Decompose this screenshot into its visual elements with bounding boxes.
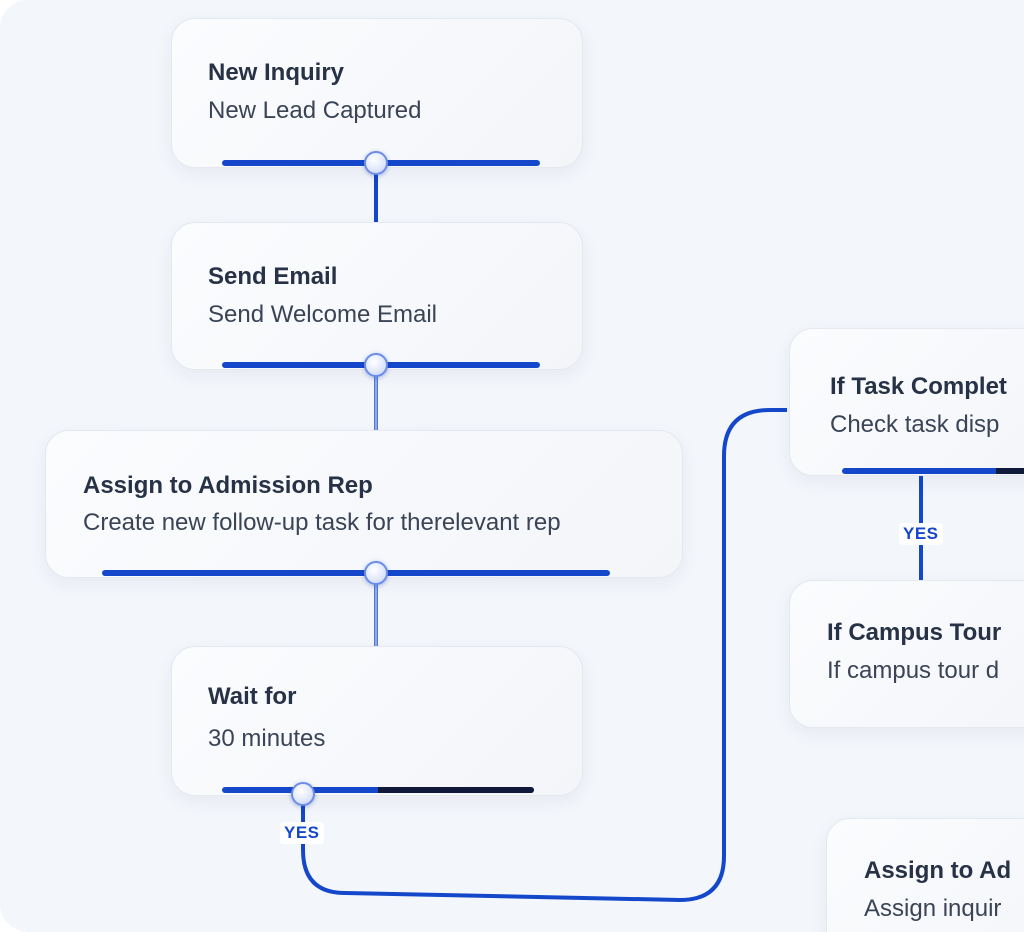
- node-wait-for[interactable]: Wait for 30 minutes: [171, 646, 583, 796]
- node-wait-for-bar: [222, 787, 534, 793]
- node-if-campus-tour[interactable]: If Campus Tour If campus tour d: [789, 580, 1024, 728]
- node-subtitle: 30 minutes: [208, 725, 326, 752]
- node-subtitle: Create new follow-up task for therelevan…: [83, 509, 561, 536]
- node-subtitle: If campus tour d: [827, 657, 1000, 684]
- node-title: If Task Complet: [830, 373, 1007, 400]
- node-new-inquiry[interactable]: New Inquiry New Lead Captured: [171, 18, 583, 168]
- port-send-email[interactable]: [364, 353, 388, 377]
- node-subtitle: Send Welcome Email: [208, 301, 437, 328]
- node-assign-rep[interactable]: Assign to Admission Rep Create new follo…: [45, 430, 683, 578]
- node-assign-rep-bar: [102, 570, 610, 576]
- branch-label-task-yes: YES: [899, 523, 943, 545]
- connector-wait-yes-branch: [301, 408, 787, 902]
- node-title: Assign to Admission Rep: [83, 472, 373, 499]
- node-title: If Campus Tour: [827, 619, 1002, 646]
- node-if-task-complete[interactable]: If Task Complet Check task disp: [789, 328, 1024, 476]
- node-subtitle: Assign inquir: [864, 895, 1002, 922]
- node-title: Assign to Ad: [864, 857, 1012, 884]
- node-title: Wait for: [208, 683, 297, 710]
- port-wait-for[interactable]: [291, 782, 315, 806]
- node-if-task-complete-bar: [842, 468, 1024, 474]
- node-title: New Inquiry: [208, 59, 345, 86]
- node-title: Send Email: [208, 263, 338, 290]
- node-send-email[interactable]: Send Email Send Welcome Email: [171, 222, 583, 370]
- port-assign-rep[interactable]: [364, 561, 388, 585]
- node-subtitle: Check task disp: [830, 411, 1000, 438]
- branch-label-wait-yes: YES: [280, 822, 324, 844]
- port-new-inquiry[interactable]: [364, 151, 388, 175]
- node-assign-to-ad[interactable]: Assign to Ad Assign inquir: [826, 818, 1024, 932]
- node-subtitle: New Lead Captured: [208, 97, 422, 124]
